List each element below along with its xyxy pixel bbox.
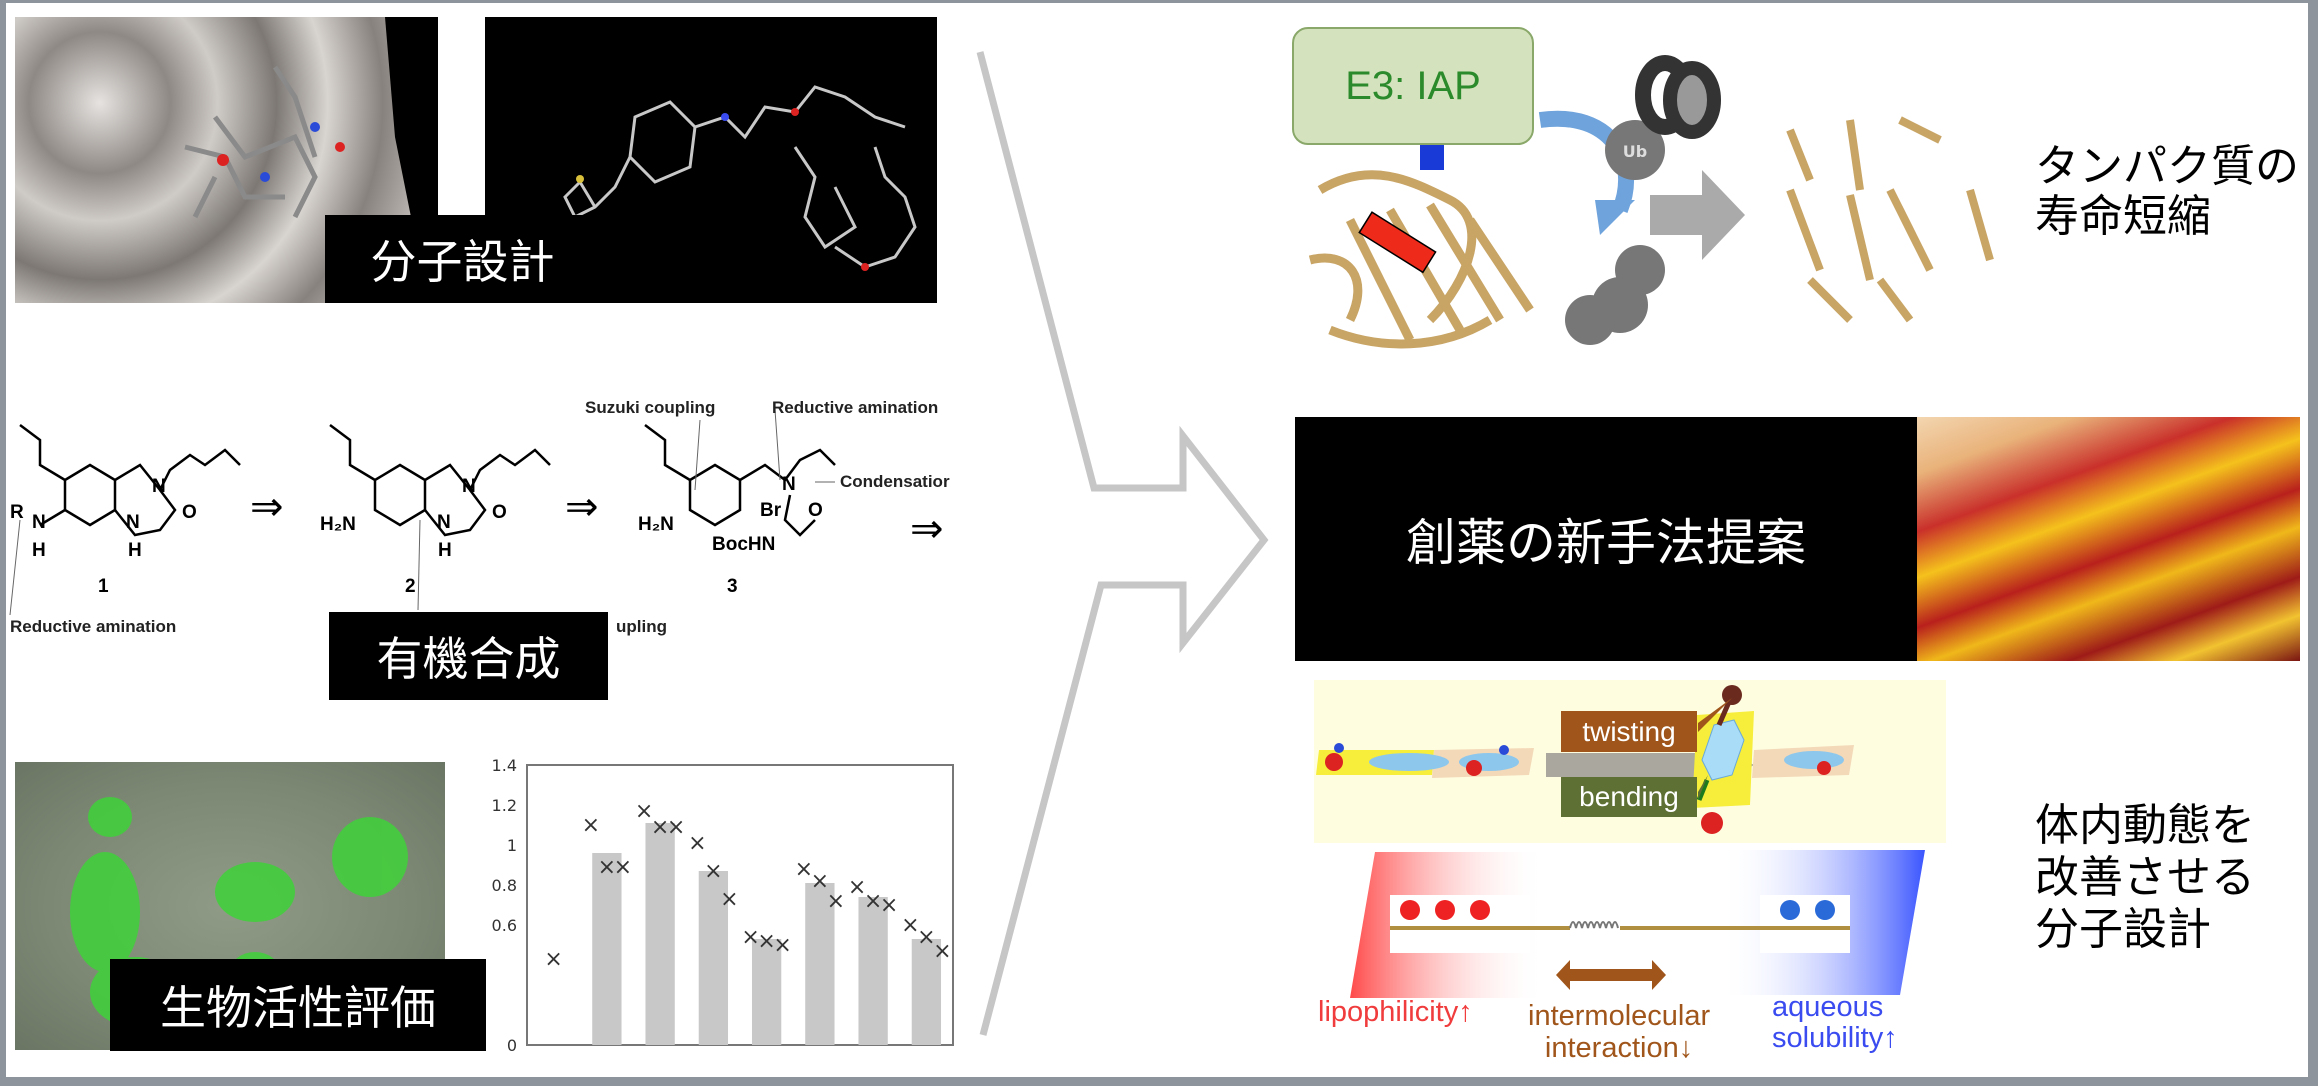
atom-label: H₂N xyxy=(638,514,674,535)
intermolecular-interaction-label: intermolecular interaction↓ xyxy=(1528,1000,1710,1064)
degradation-text-line: タンパク質の xyxy=(2035,141,2299,192)
slide-frame-right xyxy=(2308,0,2318,1086)
twisting-label: twisting xyxy=(1561,711,1697,752)
retrosynthesis-arrow: ⇒ xyxy=(565,484,599,530)
compound-number: 2 xyxy=(405,576,416,597)
atom-label: N xyxy=(32,512,46,533)
compound-number: 3 xyxy=(727,576,738,597)
pk-text-line: 改善させる xyxy=(2035,852,2255,903)
atom-label: N xyxy=(782,474,796,495)
slide-frame-top xyxy=(0,0,2318,3)
atom-label: O xyxy=(492,502,507,523)
slide-frame-bottom xyxy=(0,1077,2318,1086)
y-tick-label: 1 xyxy=(507,836,517,855)
lipophilicity-label: lipophilicity↑ xyxy=(1318,996,1473,1028)
atom-label: O xyxy=(182,502,197,523)
atom-label: Br xyxy=(760,500,782,521)
atom-label: H xyxy=(128,540,142,561)
conformation-panel xyxy=(1314,680,1946,843)
atom-label: N xyxy=(126,512,140,533)
atom-label: H xyxy=(32,540,46,561)
data-point-marker: × xyxy=(651,815,669,840)
protein-degradation-illustration: Ub xyxy=(1308,55,1994,349)
y-tick-label: 1.4 xyxy=(492,756,517,775)
degradation-text: タンパク質の 寿命短縮 xyxy=(2035,142,2299,242)
pk-text-line: 分子設計 xyxy=(2035,904,2211,955)
data-point-marker: × xyxy=(880,893,898,918)
bar xyxy=(858,897,888,1045)
intermolecular-label-line: intermolecular xyxy=(1528,1000,1711,1032)
atom-label: H xyxy=(438,540,452,561)
annotation-suzuki-coupling: Suzuki coupling xyxy=(585,398,715,417)
e3-iap-box: E3: IAP xyxy=(1292,27,1534,145)
data-point-marker: × xyxy=(741,925,759,950)
data-point-marker: × xyxy=(614,855,632,880)
tug-of-war-illustration xyxy=(1350,850,1925,998)
retrosynthesis-arrow: ⇒ xyxy=(250,484,284,530)
bar xyxy=(805,883,835,1045)
y-tick-label: 0.8 xyxy=(492,876,517,895)
data-point-marker: × xyxy=(795,857,813,882)
atom-label: N xyxy=(437,512,451,533)
data-point-marker: × xyxy=(811,869,829,894)
data-point-marker: × xyxy=(864,889,882,914)
degradation-text-line: 寿命短縮 xyxy=(2035,191,2211,242)
bio-evaluation-label: 生物活性評価 xyxy=(110,959,486,1051)
atom-label: H₂N xyxy=(320,514,356,535)
drug-discovery-proposal-label: 創薬の新手法提案 xyxy=(1295,417,1917,661)
data-point-marker: × xyxy=(933,939,951,964)
pharmacokinetics-text: 体内動態を 改善させる 分子設計 xyxy=(2035,800,2255,956)
atom-label: BocHN xyxy=(712,534,775,555)
annotation-reductive-amination: Reductive amination xyxy=(10,617,176,636)
data-point-marker: × xyxy=(544,947,562,972)
y-tick-label: 0 xyxy=(507,1036,517,1055)
bar xyxy=(698,871,729,1045)
data-point-marker: × xyxy=(848,875,866,900)
bar xyxy=(592,853,622,1045)
annotation-reductive-amination: Reductive amination xyxy=(772,398,938,417)
y-tick-label: 0.6 xyxy=(492,916,517,935)
data-point-marker: × xyxy=(704,859,722,884)
synthesis-scheme: R N H N H N O H₂N N H N O H₂N Br BocHN N… xyxy=(9,398,950,636)
aqueous-label-line: solubility↑ xyxy=(1772,1022,1898,1054)
data-point-marker: × xyxy=(582,813,600,838)
intermolecular-label-line: interaction↓ xyxy=(1544,1032,1694,1064)
compound-number: 1 xyxy=(98,576,109,597)
bar xyxy=(911,939,942,1045)
data-point-marker: × xyxy=(720,887,738,912)
retrosynthesis-arrow: ⇒ xyxy=(910,506,944,552)
annotation-condensation: Condensatior xyxy=(840,472,950,491)
data-point-marker: × xyxy=(917,925,935,950)
slide-frame-left xyxy=(0,0,6,1086)
bending-label: bending xyxy=(1561,777,1697,817)
data-point-marker: × xyxy=(598,855,616,880)
atom-label: N xyxy=(152,476,166,497)
ubiquitin-label: Ub xyxy=(1623,142,1647,161)
data-point-marker: × xyxy=(688,831,706,856)
y-tick-label: 1.2 xyxy=(492,796,517,815)
flow-chevron-arrow xyxy=(976,51,1269,1036)
pk-text-line: 体内動態を xyxy=(2035,800,2255,851)
data-point-marker: × xyxy=(773,933,791,958)
organic-synthesis-label: 有機合成 xyxy=(329,612,608,700)
aqueous-label-line: aqueous xyxy=(1772,991,1884,1023)
bar xyxy=(645,823,675,1045)
data-point-marker: × xyxy=(827,889,845,914)
data-point-marker: × xyxy=(667,815,685,840)
data-point-marker: × xyxy=(635,799,653,824)
data-point-marker: × xyxy=(757,929,775,954)
data-point-marker: × xyxy=(901,913,919,938)
atom-label: O xyxy=(808,500,823,521)
atom-label: N xyxy=(462,476,476,497)
bar xyxy=(751,939,782,1045)
molecular-design-label: 分子設計 xyxy=(325,215,600,303)
capsules-image xyxy=(1917,417,2300,661)
aqueous-solubility-label: aqueous solubility↑ xyxy=(1772,992,1898,1054)
atom-label: R xyxy=(10,502,24,523)
annotation-coupling: upling xyxy=(616,617,667,636)
bio-activity-chart: 1.41.210.80.60×××××××××××××××××××××× xyxy=(492,756,954,1055)
